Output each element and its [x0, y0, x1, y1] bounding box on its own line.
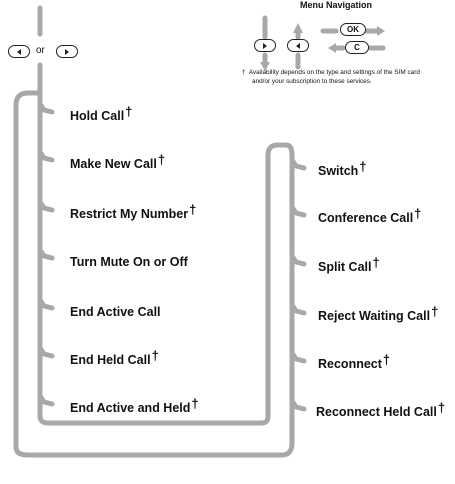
menu-item-reject-waiting-call: Reject Waiting Call†	[318, 304, 439, 324]
left-triangle-icon	[296, 42, 300, 49]
menu-item-hold-call: Hold Call†	[70, 104, 133, 124]
menu-item-end-held-call: End Held Call†	[70, 348, 159, 368]
left-triangle-icon	[17, 48, 21, 55]
menu-item-split-call: Split Call†	[318, 255, 380, 275]
menu-item-make-new-call: Make New Call†	[70, 152, 166, 172]
left-column-line	[37, 62, 295, 426]
right-triangle-icon	[65, 48, 69, 55]
c-label: C	[354, 43, 360, 52]
c-key-button: C	[345, 41, 369, 54]
menu-navigation-title: Menu Navigation	[300, 0, 373, 10]
menu-item-turn-mute: Turn Mute On or Off	[70, 255, 188, 269]
menu-item-conference-call: Conference Call†	[318, 206, 422, 226]
menu-item-reconnect-held-call: Reconnect Held Call†	[316, 400, 446, 420]
menu-item-end-active-call: End Active Call	[70, 305, 161, 319]
menu-item-switch: Switch†	[318, 159, 367, 179]
footnote: † Availability depends on the type and s…	[242, 68, 455, 86]
right-key-button-entry	[56, 45, 78, 58]
footnote-line1: Availability depends on the type and set…	[248, 69, 420, 76]
menu-item-reconnect: Reconnect†	[318, 352, 391, 372]
outer-loop	[13, 90, 295, 458]
left-key-button	[254, 39, 276, 52]
up-key-button	[287, 39, 309, 52]
ok-label: OK	[347, 25, 359, 34]
ok-key-button: OK	[340, 23, 366, 36]
menu-item-restrict-my-number: Restrict My Number†	[70, 202, 197, 222]
left-key-button-entry	[8, 45, 30, 58]
right-triangle-icon	[263, 42, 267, 49]
footnote-line2: and/or your subscription to these servic…	[252, 78, 372, 85]
footnote-dagger: †	[242, 69, 246, 76]
or-text: or	[36, 45, 45, 56]
menu-item-end-active-and-held: End Active and Held†	[70, 396, 199, 416]
